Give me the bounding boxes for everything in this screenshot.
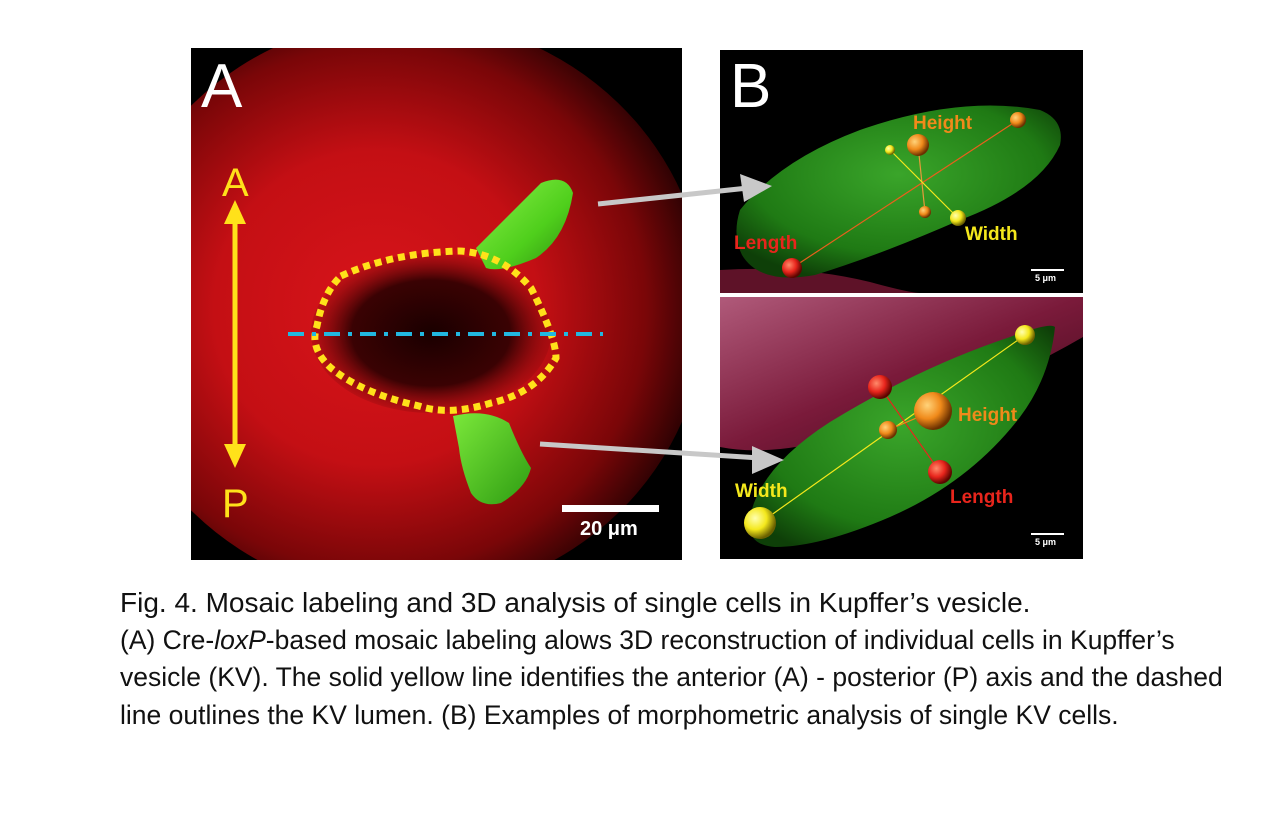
caption-body-italic: loxP — [214, 624, 266, 655]
length-label-top: Length — [734, 233, 798, 254]
height-label-top: Height — [913, 113, 973, 134]
cell-3d-bottom — [749, 325, 1055, 547]
scale-label-b-bottom: 5 μm — [1035, 537, 1057, 547]
height-sphere-2 — [919, 206, 931, 218]
panel-a-micrograph: A A P 20 μm — [191, 48, 682, 560]
height-sphere-b1 — [914, 392, 952, 430]
panel-a-letter: A — [201, 52, 243, 121]
scale-label-a: 20 μm — [580, 518, 638, 540]
length-line-bottom — [879, 386, 941, 473]
scale-bar-a — [562, 505, 659, 512]
width-line — [889, 149, 959, 219]
width-sphere-b1 — [744, 507, 776, 539]
length-sphere-1 — [782, 258, 802, 278]
scale-label-b-top: 5 μm — [1035, 273, 1057, 283]
scale-bar-b-top — [1031, 269, 1064, 271]
panel-b-top-image — [720, 50, 1083, 293]
ap-arrowhead-up — [224, 200, 246, 224]
cell-3d-top — [736, 105, 1061, 278]
panel-b-bottom-image — [720, 297, 1083, 559]
panel-b-letter: B — [730, 52, 772, 121]
kv-lumen — [311, 253, 551, 413]
figure-caption: Fig. 4. Mosaic labeling and 3D analysis … — [120, 584, 1250, 734]
height-sphere-1 — [907, 134, 929, 156]
length-sphere-b1 — [868, 375, 892, 399]
posterior-label: P — [222, 482, 249, 526]
length-label-bottom: Length — [950, 487, 1014, 508]
caption-body-suffix: -based mosaic labeling alows 3D reconstr… — [120, 624, 1223, 730]
width-label-top: Width — [965, 224, 1018, 245]
height-label-bottom: Height — [958, 405, 1018, 426]
caption-title: Fig. 4. Mosaic labeling and 3D analysis … — [120, 587, 1031, 618]
caption-body-prefix: (A) Cre- — [120, 624, 215, 655]
length-sphere-b2 — [928, 460, 952, 484]
anterior-label: A — [222, 161, 249, 205]
panel-a-image — [191, 48, 682, 560]
ap-arrowhead-down — [224, 444, 246, 468]
width-sphere-b2 — [1015, 325, 1035, 345]
width-sphere-1 — [885, 145, 895, 155]
green-cell-bottom — [453, 413, 531, 505]
height-sphere-b2 — [879, 421, 897, 439]
scale-bar-b-bottom — [1031, 533, 1064, 535]
caption-body: (A) Cre-loxP-based mosaic labeling alows… — [120, 622, 1250, 735]
panel-b-bottom-render: Height Width Length 5 μm — [720, 297, 1083, 559]
length-sphere-2 — [1010, 112, 1026, 128]
width-sphere-2 — [950, 210, 966, 226]
green-cell-top — [476, 179, 573, 270]
width-label-bottom: Width — [735, 481, 788, 502]
lumen-outline — [311, 247, 560, 414]
height-line — [917, 144, 926, 213]
length-line — [791, 119, 1019, 269]
adjacent-tissue-bottom — [720, 297, 1083, 451]
panel-b-top-render: B Height Width Length 5 μm — [720, 50, 1083, 293]
